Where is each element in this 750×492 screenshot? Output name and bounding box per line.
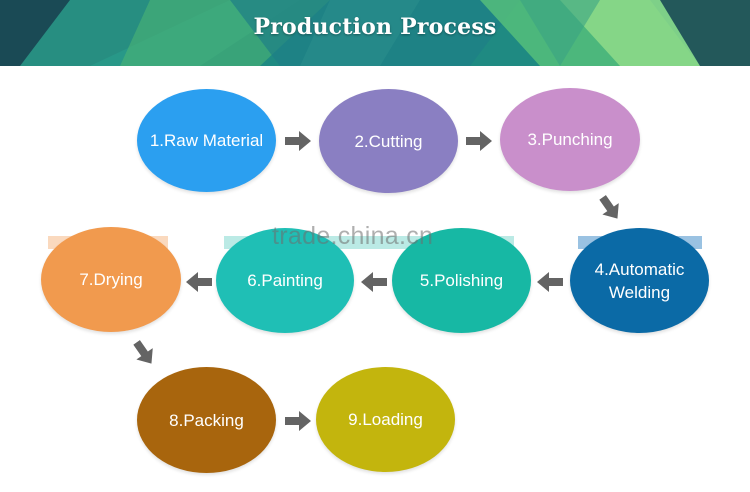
step-label: 6.Painting: [247, 271, 323, 290]
banner-background: [0, 0, 750, 66]
step-label: 7.Drying: [79, 270, 143, 289]
step-label: 9.Loading: [348, 410, 423, 429]
step-label: 3.Punching: [527, 130, 613, 149]
arrow-right-icon: [285, 411, 311, 431]
banner-title: Production Process: [253, 14, 497, 40]
arrow-left-icon: [186, 272, 212, 292]
step-label: 8.Packing: [169, 410, 244, 430]
step-loading: 9.Loading: [316, 367, 455, 472]
arrow-left-icon: [361, 272, 387, 292]
step-polishing: 5.Polishing: [392, 228, 531, 333]
step-raw-material: 1.Raw Material: [137, 89, 276, 192]
step-label: 4.Automatic Welding: [594, 259, 685, 302]
watermark-text: trade.china.cn: [272, 222, 434, 250]
step-label: 5.Polishing: [419, 271, 504, 290]
step-drying: 7.Drying: [41, 227, 181, 332]
step-label: 1.Raw Material: [149, 131, 264, 150]
step-automatic-welding: 4.Automatic Welding: [570, 228, 709, 333]
step-painting: 6.Painting: [216, 228, 354, 333]
arrow-right-icon: [466, 131, 492, 151]
step-punching: 3.Punching: [500, 88, 640, 191]
arrow-down-right-icon: [594, 192, 625, 225]
step-cutting: 2.Cutting: [319, 89, 458, 193]
header-banner: Production Process: [0, 0, 750, 66]
step-label: 2.Cutting: [354, 131, 423, 151]
arrow-right-icon: [285, 131, 311, 151]
arrow-down-right-icon: [128, 337, 159, 370]
arrow-left-icon: [537, 272, 563, 292]
step-packing: 8.Packing: [137, 367, 276, 473]
